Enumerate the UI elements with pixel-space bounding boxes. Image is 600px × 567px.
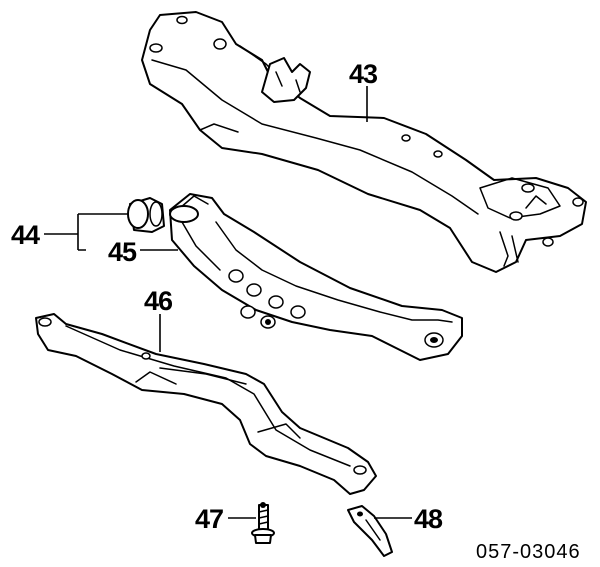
part-48-bracket: [347, 505, 393, 557]
figure-code: 057-03046: [476, 541, 581, 563]
part-43-crossmember: [141, 11, 587, 273]
leader-44-bracket: [44, 213, 128, 251]
callout-44: 44: [11, 220, 40, 250]
callout-45: 45: [108, 237, 137, 267]
part-47-bolt: [251, 502, 275, 544]
callout-46: 46: [144, 286, 173, 316]
part-44-bushing: [127, 197, 165, 233]
part-45-rear-arm: [169, 193, 463, 361]
callout-43: 43: [349, 59, 378, 89]
callout-48: 48: [414, 504, 443, 534]
leader-lines: [44, 86, 412, 519]
part-46-lower-frame: [35, 313, 377, 495]
callout-47: 47: [195, 504, 223, 534]
